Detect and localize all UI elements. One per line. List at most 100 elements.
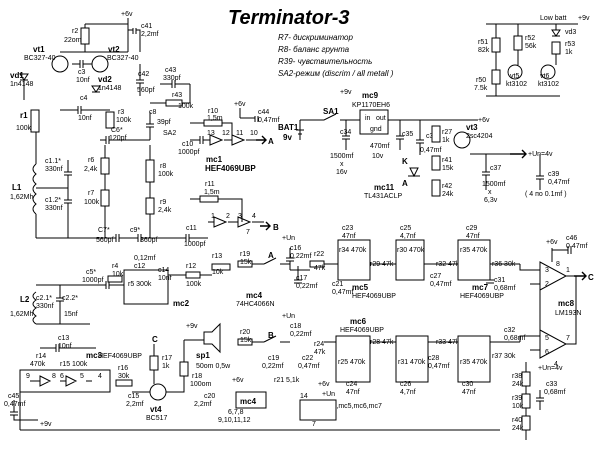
label-c19: c19 [268, 355, 279, 362]
rail-un-bottom: +Un [282, 313, 295, 320]
label-c33: c33 [546, 381, 557, 388]
input-b-label: B [268, 331, 274, 340]
capacitor-c41 [128, 28, 141, 52]
capacitor-c4 [60, 106, 110, 114]
transistor-vt1 [51, 55, 69, 73]
value-c34: 1500mf [330, 153, 353, 160]
pin-label: 4 [98, 373, 102, 380]
label-r51: r51 [478, 39, 488, 46]
value-r42: 24k [442, 191, 454, 198]
type-mc5: HEF4069UBP [352, 293, 396, 300]
pins-mc4-a: 6,7,8 [228, 409, 244, 416]
value-r41: 15k [442, 165, 454, 172]
label-r40: r40 [512, 417, 522, 424]
label-r50: r50 [476, 77, 486, 84]
label-vd2: vd2 [98, 75, 112, 84]
filter-stage-1 [337, 239, 371, 281]
ground-wire [19, 392, 500, 431]
value-r51: 82k [478, 47, 490, 54]
rail-plus9-speaker: +9v [186, 323, 198, 330]
type-vd2: 1n4148 [98, 85, 121, 92]
capacitor-c44 [239, 108, 259, 122]
label-r8: r8 [160, 163, 166, 170]
inverter-chain-a [203, 134, 262, 146]
value-c23: 47nf [342, 233, 356, 240]
capacitor-c9 [130, 234, 160, 242]
label-r39: r39 [512, 395, 522, 402]
resistor-r13 [211, 263, 231, 271]
label-c1-1: c1.1* [45, 158, 61, 165]
pin-gnd: gnd [370, 126, 382, 133]
capacitor-c5 [90, 281, 124, 289]
label-sa2: SA2 [163, 130, 176, 137]
capacitor-c37 [470, 153, 520, 190]
value-r12: 100k [186, 281, 202, 288]
regulator-mc9 [359, 109, 389, 135]
label-mc1: mc1 [206, 155, 223, 164]
arrow-un4 [510, 149, 527, 159]
note-c39: ( 4 по 0.1mf ) [525, 191, 567, 198]
value-l1: 1,62Mh [10, 194, 33, 201]
capacitor-c11 [160, 234, 208, 242]
ref-mc11 [408, 167, 420, 178]
capacitor-c34 [342, 120, 350, 150]
value-c29: 47nf [466, 233, 480, 240]
value-c9: 360pf [140, 237, 158, 244]
pin-label: 2 [226, 213, 230, 220]
resistor-r8 [145, 159, 155, 183]
value-c17: 0,22mf [296, 283, 317, 290]
transistor-vt4 [149, 383, 167, 401]
label-c6: C6* [111, 127, 123, 134]
capacitor-c36 [416, 120, 424, 155]
resistor-r17 [149, 355, 159, 371]
transistor-vt5 [507, 64, 523, 80]
value-c4: 10nf [78, 115, 92, 122]
value-c1-2: 330nf [45, 205, 63, 212]
label-r10: r10 [208, 108, 218, 115]
label-r27: r27 [442, 129, 452, 136]
filter-stage-4 [335, 335, 371, 383]
rating-c34: 16v [336, 169, 348, 176]
value-c13: 10nf [58, 343, 72, 350]
type-mc4: 74HC4066N [236, 301, 275, 308]
label-r31: r31 470k [398, 359, 426, 366]
chip-mc2-block [123, 269, 169, 305]
label-c31: c31 [494, 277, 505, 284]
value-c2-1: 330nf [36, 303, 54, 310]
capacitor-c7 [100, 234, 130, 242]
value-r43: 100k [178, 103, 194, 110]
value-r13: 10k [212, 269, 224, 276]
input-c-label: C [152, 335, 158, 344]
led-vd3 [551, 29, 561, 37]
pin-label: 13 [207, 130, 215, 137]
value-c20: 2,2mf [194, 401, 212, 408]
x-c37: x [488, 189, 492, 196]
label-c35: c35 [402, 131, 413, 138]
label-k: K [402, 157, 408, 166]
audio-section: c13 10nf r14 470k mc3 HEF4069UBP r15 100… [4, 322, 500, 431]
pin-label: 10 [250, 130, 258, 137]
label-c7: C7* [98, 227, 110, 234]
value-r7: 100k [84, 199, 100, 206]
label-r7: r7 [88, 190, 94, 197]
label-c2-2: c2.2* [62, 295, 78, 302]
label-r6: r6 [88, 157, 94, 164]
value-c24: 47nf [346, 389, 360, 396]
value-c7: 560pf [96, 237, 114, 244]
label-l1: L1 [12, 183, 22, 192]
value-c37: 1500mf [482, 181, 505, 188]
legend-sa2: SA2-режим (discrim / all metall ) [278, 69, 394, 78]
input-a-label: A [268, 251, 274, 260]
filter-stage-6 [457, 335, 491, 383]
label-r15: r15 100k [60, 361, 88, 368]
value-r17: 1k [162, 363, 170, 370]
label-c3: c3 [78, 69, 86, 76]
value-c28: 0,47mf [428, 363, 449, 370]
label-c39: c39 [548, 171, 559, 178]
value-r16: 30k [118, 373, 130, 380]
pin-label: 12 [222, 130, 230, 137]
wire [60, 24, 128, 53]
value-c43: 330pf [163, 75, 181, 82]
